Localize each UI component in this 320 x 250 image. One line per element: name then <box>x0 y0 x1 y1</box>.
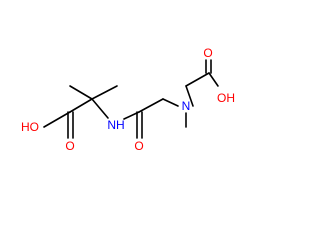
bond-ch2-carboxyl-c <box>185 72 210 87</box>
bond-quat-c-methyl-right <box>91 85 118 100</box>
bond-amide-c-ch2 <box>138 98 164 113</box>
bond-quat-c-methyl-up <box>69 85 93 100</box>
atom-label-nh-amide: NH <box>107 118 124 132</box>
bond-carboxyl-c-oh <box>208 72 219 87</box>
molecule-structure: HO O NH O N O OH <box>21 46 235 153</box>
bond-ho-carboxyl-c <box>43 111 71 128</box>
bond-quat-c-nh <box>91 98 109 119</box>
atom-label-o-amide-carbonyl: O <box>134 139 143 153</box>
atom-label-oh-right: OH <box>217 91 235 105</box>
bond-carboxyl-c-quat-c <box>69 98 93 113</box>
atom-label-n-amine: N <box>182 99 191 113</box>
atom-label-o-right-carbonyl: O <box>203 46 212 60</box>
atom-label-o-left-carbonyl: O <box>65 139 74 153</box>
atom-label-ho-left: HO <box>21 120 39 134</box>
bond-n-ch2 <box>185 85 194 107</box>
bond-ch2-n <box>162 98 179 107</box>
